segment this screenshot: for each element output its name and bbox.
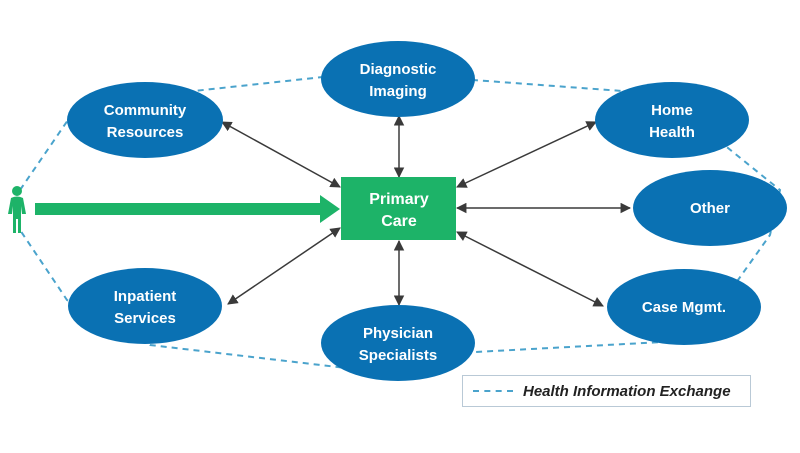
case-mgmt-label: Case Mgmt. [642, 299, 726, 316]
connector-group [221, 114, 632, 307]
primary-care-box [341, 177, 456, 240]
home-health-node [595, 82, 749, 158]
label-line: Case Mgmt. [642, 299, 726, 316]
legend-dashed-line [473, 390, 513, 392]
other-node [633, 170, 787, 246]
label-line: Resources [107, 124, 184, 141]
label-line: Services [114, 310, 176, 327]
person-icon [8, 186, 26, 233]
label-line: Imaging [369, 83, 427, 100]
legend: Health Information Exchange [462, 375, 751, 407]
label-line: Health [649, 124, 695, 141]
connector-inpatient-services [227, 227, 341, 305]
physician-specialists-node [321, 305, 475, 381]
connector-case-mgmt [456, 231, 604, 307]
label-line: Diagnostic [360, 61, 437, 78]
label-line: Physician [363, 325, 433, 342]
inpatient-services-node [68, 268, 222, 344]
label-line: Home [651, 102, 693, 119]
legend-label: Health Information Exchange [523, 382, 731, 400]
label-line: Care [381, 213, 417, 230]
community-resources-node [67, 82, 223, 158]
label-line: Community [104, 102, 187, 119]
label-line: Specialists [359, 347, 437, 364]
diagnostic-imaging-node [321, 41, 475, 117]
connector-home-health [456, 121, 597, 188]
label-line: Inpatient [114, 288, 177, 305]
label-line: Primary [369, 191, 429, 208]
other-label: Other [690, 200, 730, 217]
label-line: Other [690, 200, 730, 217]
case-mgmt-node [607, 269, 761, 345]
connector-community-resources [221, 121, 341, 188]
patient-entry-arrow [35, 195, 340, 223]
